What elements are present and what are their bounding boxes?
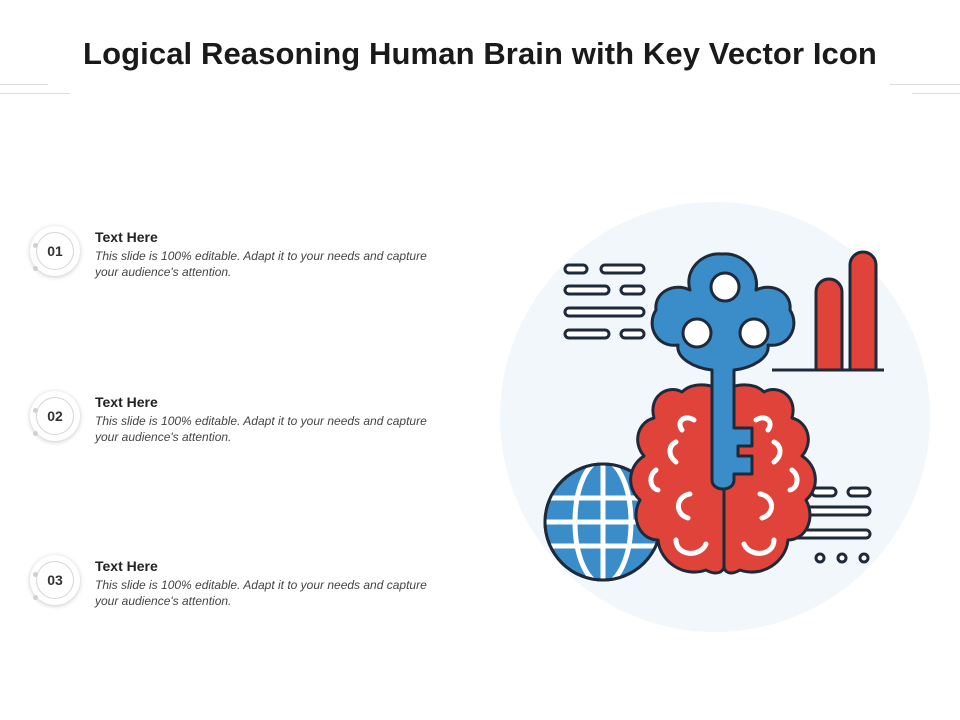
item-number: 02 [47, 408, 63, 424]
item-number: 01 [47, 243, 63, 259]
item-heading: Text Here [95, 229, 158, 245]
item-description: This slide is 100% editable. Adapt it to… [95, 414, 427, 444]
title-rule-right-lower [912, 93, 960, 94]
title-rule-left-lower [0, 93, 70, 94]
text-lines-icon [563, 263, 646, 340]
list-item-02: 02 Text Here This slide is 100% editable… [30, 391, 430, 455]
badge-dot [33, 572, 38, 577]
item-number: 03 [47, 572, 63, 588]
list-item-01: 01 Text Here This slide is 100% editable… [30, 226, 430, 290]
brain-folds [648, 415, 800, 556]
badge-dot [33, 431, 38, 436]
number-badge: 01 [30, 226, 80, 276]
item-heading: Text Here [95, 558, 158, 574]
badge-dot [33, 408, 38, 413]
key-icon [650, 252, 796, 491]
title-rule-right [890, 84, 960, 85]
badge-dot [33, 595, 38, 600]
bar-chart-icon [772, 250, 884, 372]
brain-key-illustration [500, 202, 930, 632]
badge-dot [33, 266, 38, 271]
number-badge: 03 [30, 555, 80, 605]
title-rule-left [0, 84, 48, 85]
item-description: This slide is 100% editable. Adapt it to… [95, 578, 427, 608]
badge-dot [33, 243, 38, 248]
item-description: This slide is 100% editable. Adapt it to… [95, 249, 427, 279]
item-heading: Text Here [95, 394, 158, 410]
list-item-03: 03 Text Here This slide is 100% editable… [30, 555, 430, 619]
number-badge: 02 [30, 391, 80, 441]
page-title: Logical Reasoning Human Brain with Key V… [83, 36, 877, 71]
